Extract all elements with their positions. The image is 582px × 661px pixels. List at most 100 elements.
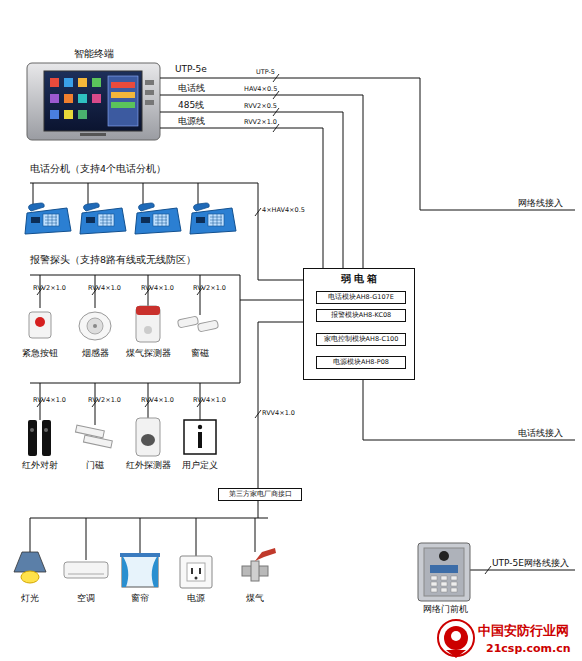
wire-connector <box>160 95 363 268</box>
wire-connector <box>235 183 303 280</box>
label-text: RVV4×1.0 <box>193 397 226 404</box>
label-text: RVV2×1.0 <box>33 285 66 292</box>
appliance-icon <box>255 548 276 561</box>
sensor-icon <box>44 428 48 432</box>
sensor-icon <box>79 312 111 340</box>
sensor-icon <box>30 428 34 432</box>
appliance-icon <box>120 553 160 557</box>
sensor-icon <box>184 420 216 454</box>
terminal-device <box>78 78 87 87</box>
terminal-device <box>44 71 142 131</box>
label-text: UTP-5e <box>175 65 207 75</box>
wire-connector <box>258 322 303 488</box>
wire <box>160 78 575 210</box>
terminal-device <box>64 94 73 103</box>
label-text: 煤气 <box>246 594 264 604</box>
node-text: 报警探头（支持8路有线或无线防区） <box>30 255 196 265</box>
terminal-device <box>111 102 135 108</box>
label-text: 窗帘 <box>131 594 149 604</box>
alarm-group: 报警探头（支持8路有线或无线防区） <box>28 255 240 383</box>
wire <box>30 78 575 570</box>
phone-icon <box>25 195 236 234</box>
watermark-emblem <box>446 650 466 658</box>
sensor-icon <box>198 425 202 429</box>
door-station <box>431 582 437 586</box>
terminal-node: 智能终端 <box>27 48 160 142</box>
label-text: UTP-5 <box>256 69 275 76</box>
appliance-icon <box>187 563 205 581</box>
label-text: 紧急按钮 <box>22 349 58 359</box>
sensor-icon <box>83 435 112 448</box>
appliance-icon <box>21 571 39 583</box>
module-box: 报警模块AH8-KC08 <box>316 309 406 322</box>
watermark-emblem <box>444 626 468 650</box>
terminal-device <box>27 63 160 140</box>
appliance-icon <box>64 562 108 578</box>
appliance-icon <box>199 568 201 574</box>
door-station <box>431 576 457 592</box>
watermark-text: 21csp.com.cn <box>486 643 571 655</box>
label-text: 门磁 <box>86 461 104 471</box>
label-text: 烟感器 <box>82 349 109 359</box>
label-text: RVV4×1.0 <box>141 397 174 404</box>
phone-icon <box>190 195 236 234</box>
door-station <box>451 582 457 586</box>
wire <box>198 183 199 195</box>
wire <box>200 275 201 315</box>
label-text: RVV2×1.0 <box>193 285 226 292</box>
label-text: 煤气探测器 <box>126 349 171 359</box>
sensor-icon <box>141 434 155 446</box>
door-station <box>418 543 470 601</box>
label-text: 电话线接入 <box>518 429 563 439</box>
sensor-icon <box>28 420 37 456</box>
tick-mark <box>485 566 491 574</box>
tick-mark <box>37 74 491 574</box>
tick-mark <box>255 208 261 216</box>
terminal-device <box>50 94 59 103</box>
node-text: 网络门前机 <box>412 605 478 615</box>
tick-mark <box>255 410 261 418</box>
appliance-icon <box>191 568 193 574</box>
node-text: 电话分机（支持4个电话分机） <box>30 164 166 174</box>
door-station-node: 网络门前机 <box>412 540 478 618</box>
label-text: 红外对射 <box>22 461 58 471</box>
label-text: UTP-5E网络线接入 <box>492 559 569 569</box>
node-text: 第三方家电厂商接口 <box>219 491 301 498</box>
appliance-icon <box>251 561 259 581</box>
wire <box>88 183 89 195</box>
label-text: RVV2×0.5 <box>244 103 277 110</box>
edge-label: 电话线 <box>178 84 205 94</box>
wire-connector <box>160 112 343 268</box>
terminal-device <box>92 78 101 87</box>
terminal-device <box>50 78 59 87</box>
terminal-device <box>78 94 87 103</box>
edge-label: 电源线 <box>178 117 205 127</box>
appliance-icon <box>122 555 158 587</box>
wire-connector <box>160 128 323 268</box>
junction-box: 弱 电 箱电话模块AH8-G107E报警模块AH8-KC08家电控制模块AH8-… <box>303 268 415 380</box>
wire <box>196 518 197 556</box>
terminal-device <box>80 133 106 136</box>
node-text: 电话模块AH8-G107E <box>317 294 405 301</box>
interface-box: 第三方家电厂商接口 <box>218 488 302 501</box>
wire <box>255 518 256 552</box>
door-station <box>441 576 447 580</box>
wire <box>30 183 235 184</box>
appliance-icon <box>14 548 276 588</box>
wire <box>30 518 31 552</box>
terminal-device <box>145 80 154 85</box>
watermark-text: 中国安防行业网 <box>478 624 569 638</box>
sensor-icon <box>136 306 160 342</box>
label-text: 电源 <box>187 594 205 604</box>
sensor-icon <box>29 312 51 338</box>
sensor-icon <box>197 320 218 332</box>
module-box: 电话模块AH8-G107E <box>316 291 406 304</box>
phone-icon <box>25 195 71 234</box>
sensor-icon <box>198 432 202 448</box>
appliance-icon <box>195 577 198 580</box>
module-box: 电源模块AH8-P08 <box>316 356 406 369</box>
watermark-emblem <box>438 620 474 658</box>
sensor-icon <box>177 316 198 328</box>
door-station <box>431 576 437 580</box>
